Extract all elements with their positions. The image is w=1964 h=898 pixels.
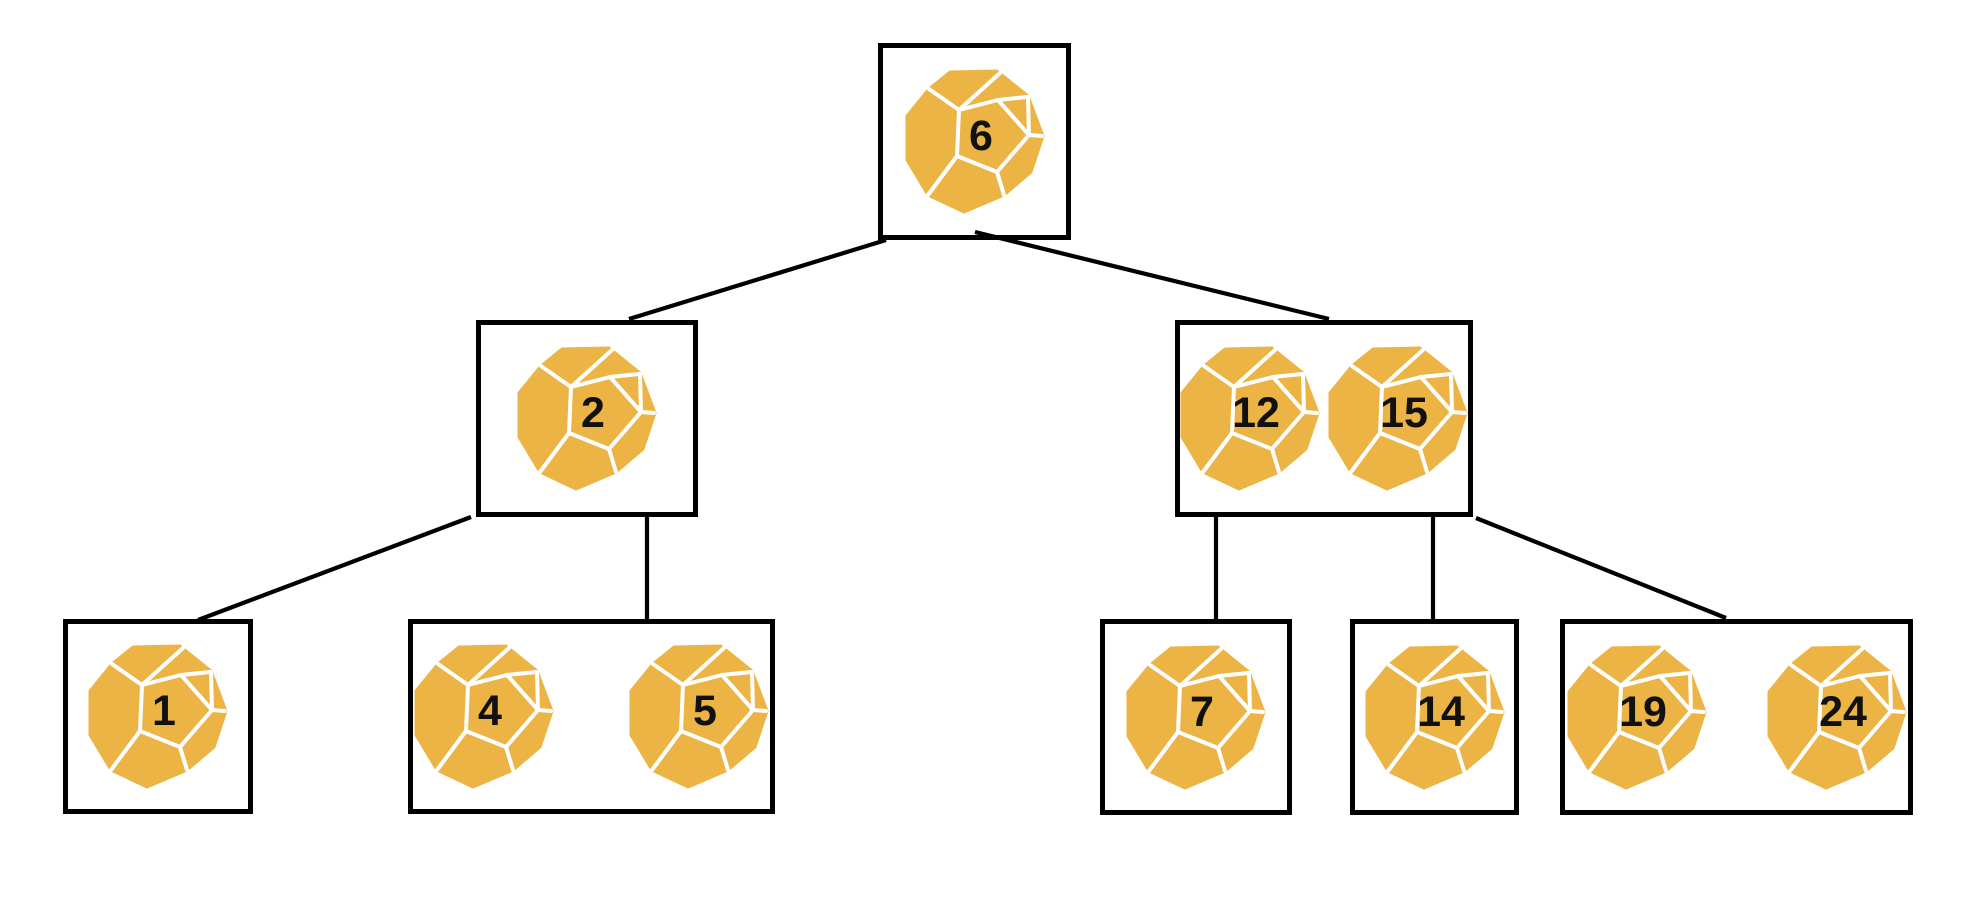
die-number: 2 (581, 389, 605, 437)
d12-die-icon: 24 (1766, 644, 1907, 790)
edge-root-to-node-12-15 (974, 229, 1330, 322)
die-number: 7 (1190, 688, 1214, 736)
tree-node-1: 1 (63, 619, 253, 814)
d12-die-icon: 15 (1328, 346, 1468, 491)
tree-node-7: 7 (1100, 619, 1292, 815)
tree-node-19-24: 19 24 (1560, 619, 1913, 815)
d12-die-icon: 2 (517, 346, 657, 491)
tree-node-12-15: 12 15 (1175, 320, 1473, 517)
edge-node-2-to-node-1 (197, 515, 472, 622)
die-number: 14 (1417, 688, 1465, 736)
d12-die-icon: 6 (904, 69, 1045, 214)
die-number: 1 (152, 687, 176, 735)
die-number: 24 (1819, 688, 1867, 736)
tree-node-4-5: 4 5 (408, 619, 775, 814)
edge-node-12-15-to-node-19-24 (1475, 516, 1727, 620)
d12-die-icon: 5 (629, 644, 769, 789)
d12-die-icon: 1 (88, 644, 228, 789)
die-number: 4 (478, 687, 502, 735)
d12-die-icon: 14 (1364, 644, 1505, 790)
tree-node-2: 2 (476, 320, 698, 517)
d12-die-icon: 19 (1566, 644, 1707, 790)
d12-die-icon: 4 (414, 644, 554, 789)
d12-die-icon: 7 (1126, 644, 1266, 790)
die-number: 19 (1619, 688, 1667, 736)
d12-die-icon: 12 (1180, 346, 1320, 491)
tree-node-6: 6 (878, 43, 1071, 240)
die-number: 15 (1380, 389, 1428, 437)
die-number: 6 (969, 112, 993, 160)
tree-node-14: 14 (1350, 619, 1519, 815)
die-number: 5 (693, 687, 717, 735)
edge-root-to-node-2 (628, 237, 887, 322)
die-number: 12 (1232, 389, 1280, 437)
